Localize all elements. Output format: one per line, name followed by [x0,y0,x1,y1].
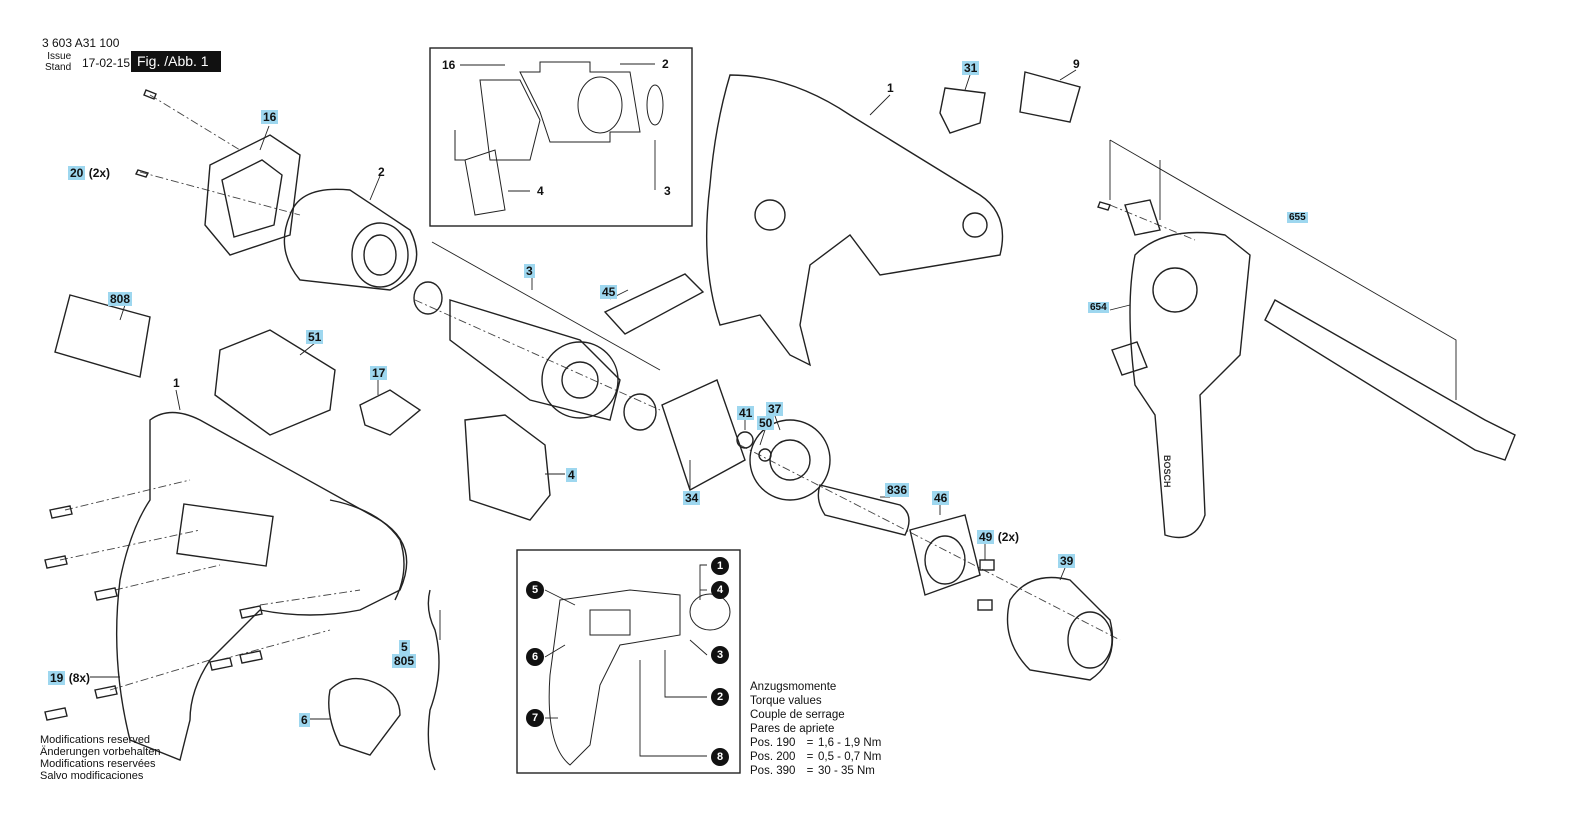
callout-808: 808 [108,292,133,306]
inset-motor-sketch [454,61,664,216]
callout-46: 46 [932,491,950,505]
pin-49a [979,559,995,571]
part-number: 3 603 A31 100 [42,36,120,50]
callout-19: 19 (8x) [48,671,91,685]
screws-19 [44,505,263,721]
callout-654: 654 [1088,302,1109,313]
callout-51: 51 [306,330,324,344]
callout-4: 4 [566,468,577,482]
motor-inset-frame [429,47,693,227]
chuck-39 [1006,576,1114,681]
notice-es: Salvo modificaciones [40,770,144,782]
torque-row: Pos. 390=30 - 35 Nm [750,765,875,777]
pad-9 [1019,71,1081,123]
callout-37: 37 [766,402,784,416]
legend-marker-1: 1 [711,557,729,575]
knob-6 [328,677,401,756]
ring-41 [736,431,754,449]
field-coil-2 [283,188,418,291]
armature-3 [413,281,657,431]
callout-45: 45 [600,285,618,299]
notice-fr: Modifications reservées [40,758,156,770]
callout-836: 836 [885,483,910,497]
cover-51 [214,329,336,436]
plate-46 [909,514,981,596]
legend-marker-5: 5 [526,581,544,599]
part-45 [603,273,705,335]
pad-808 [54,294,151,378]
legend-marker-6: 6 [526,648,544,666]
washer-50 [758,448,772,462]
screw-20 [135,169,149,178]
callout-1-left: 1 [173,376,180,390]
assembly-inset-frame [516,549,741,774]
housing-right [705,74,1004,367]
legend-marker-2: 2 [711,688,729,706]
brush-holder-16 [204,134,301,256]
stand-label: Stand [45,62,72,73]
switch-17 [359,389,422,436]
notice-en: Modifications reserved [40,734,151,746]
torque-heading-de: Anzugsmomente [750,681,837,693]
switch-4 [464,414,551,521]
legend-marker-8: 8 [711,748,729,766]
torque-row: Pos. 190=1,6 - 1,9 Nm [750,737,882,749]
inset-callout-3: 3 [664,184,671,198]
callout-31: 31 [962,61,980,75]
callout-3: 3 [524,264,535,278]
callout-49: 49 (2x) [977,530,1020,544]
figure-label: Fig. /Abb. 1 [131,51,221,72]
callout-5: 5 [399,640,410,654]
inset-callout-16: 16 [442,58,456,72]
callout-2: 2 [378,165,385,179]
callout-9: 9 [1073,57,1080,71]
legend-marker-3: 3 [711,646,729,664]
issue-stand-label: Issue Stand [45,51,71,73]
callout-41: 41 [737,406,755,420]
issue-date: 17-02-15 [82,56,131,70]
inset-callout-2: 2 [662,57,669,71]
legend-marker-7: 7 [526,709,544,727]
callout-655: 655 [1287,212,1308,223]
torque-row: Pos. 200=0,5 - 0,7 Nm [750,751,882,763]
callout-1-right: 1 [887,81,894,95]
spindle-836 [817,484,910,536]
issue-label: Issue [47,51,72,62]
torque-heading-es: Pares de apriete [750,723,835,735]
modifications-notice: Modifications reserved Änderungen vorbeh… [40,734,160,782]
notice-de: Änderungen vorbehalten [40,746,161,758]
callout-20: 20 (2x) [68,166,111,180]
torque-heading-fr: Couple de serrage [750,709,845,721]
part-31 [939,87,986,134]
pin-49b [977,599,993,611]
plate-34 [661,379,746,492]
brand-on-handle: BOSCH [1162,455,1172,488]
torque-heading-en: Torque values [750,695,822,707]
callout-805: 805 [392,654,417,668]
callout-39: 39 [1058,554,1076,568]
cable-5 [427,589,440,771]
callout-17: 17 [370,366,388,380]
callout-50: 50 [757,416,775,430]
screw-top [143,89,157,100]
callout-34: 34 [683,491,701,505]
callout-6: 6 [299,713,310,727]
torque-values-block: Anzugsmomente Torque values Couple de se… [750,680,881,778]
screw-655 [1097,201,1111,211]
inset-drill-sketch [548,589,731,766]
aux-handle [1111,199,1516,539]
housing-left [115,411,408,761]
callout-16: 16 [261,110,279,124]
gear-37 [749,419,831,501]
legend-marker-4: 4 [711,581,729,599]
inset-callout-4: 4 [537,184,544,198]
